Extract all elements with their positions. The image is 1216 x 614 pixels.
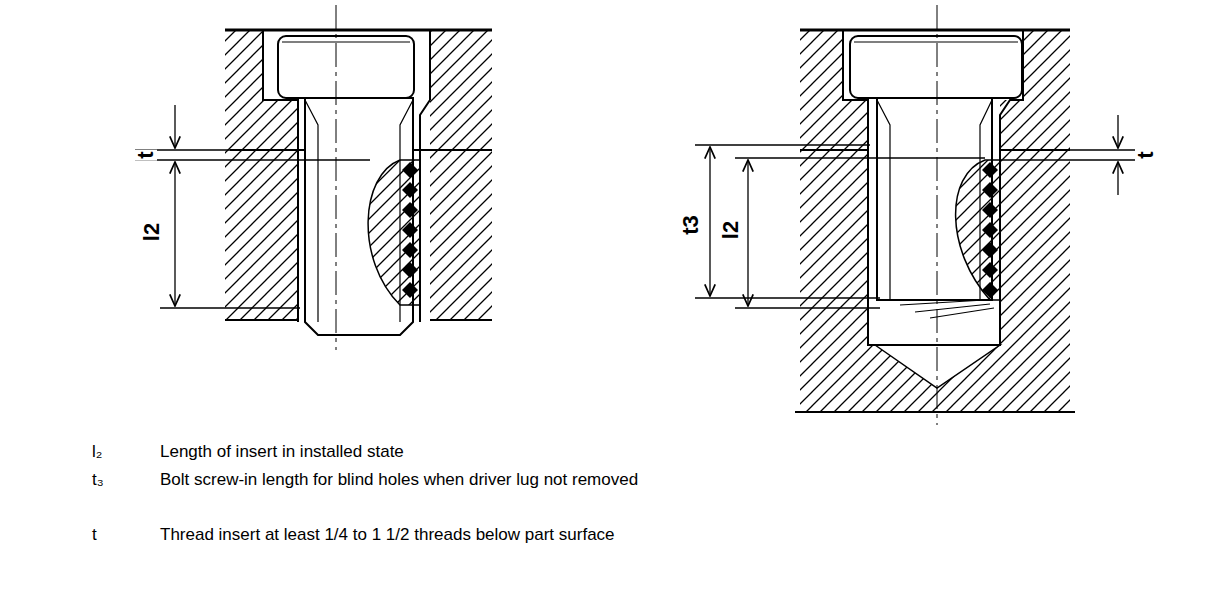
right-dimensions bbox=[695, 115, 1135, 308]
key-symbol: l₂ bbox=[92, 440, 102, 464]
dimension-label: t3 bbox=[680, 213, 702, 237]
left-assembly bbox=[225, 5, 492, 350]
dimension-label: t bbox=[135, 149, 157, 160]
dimension-label: l2 bbox=[141, 221, 163, 243]
right-assembly bbox=[795, 5, 1075, 425]
key-text: Thread insert at least 1/4 to 1 1/2 thre… bbox=[160, 523, 640, 547]
key-symbol: t₃ bbox=[92, 468, 104, 492]
key-text: Length of insert in installed state bbox=[160, 440, 404, 464]
dimension-label: l2 bbox=[720, 219, 742, 241]
dimension-label: t bbox=[1135, 149, 1157, 160]
key-text: Bolt screw-in length for blind holes whe… bbox=[160, 468, 640, 492]
key-symbol: t bbox=[92, 523, 97, 547]
left-dimensions bbox=[135, 105, 370, 308]
